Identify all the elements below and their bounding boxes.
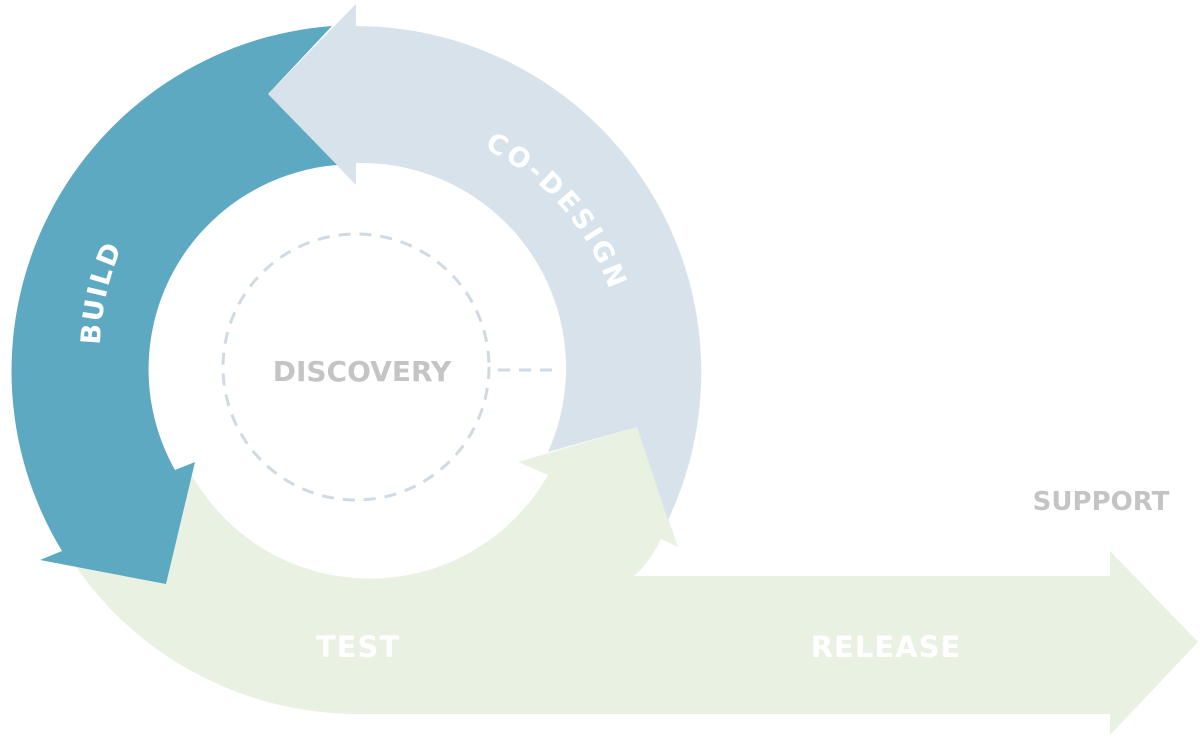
support-label: SUPPORT xyxy=(1033,487,1170,517)
discovery-circle xyxy=(221,232,491,502)
codesign-arrow xyxy=(268,4,702,520)
test-release-arrow xyxy=(75,427,1198,735)
test-label: TEST xyxy=(316,630,400,664)
release-label: RELEASE xyxy=(811,630,962,664)
build-arrow xyxy=(11,26,337,584)
discovery-label: DISCOVERY xyxy=(273,355,452,388)
